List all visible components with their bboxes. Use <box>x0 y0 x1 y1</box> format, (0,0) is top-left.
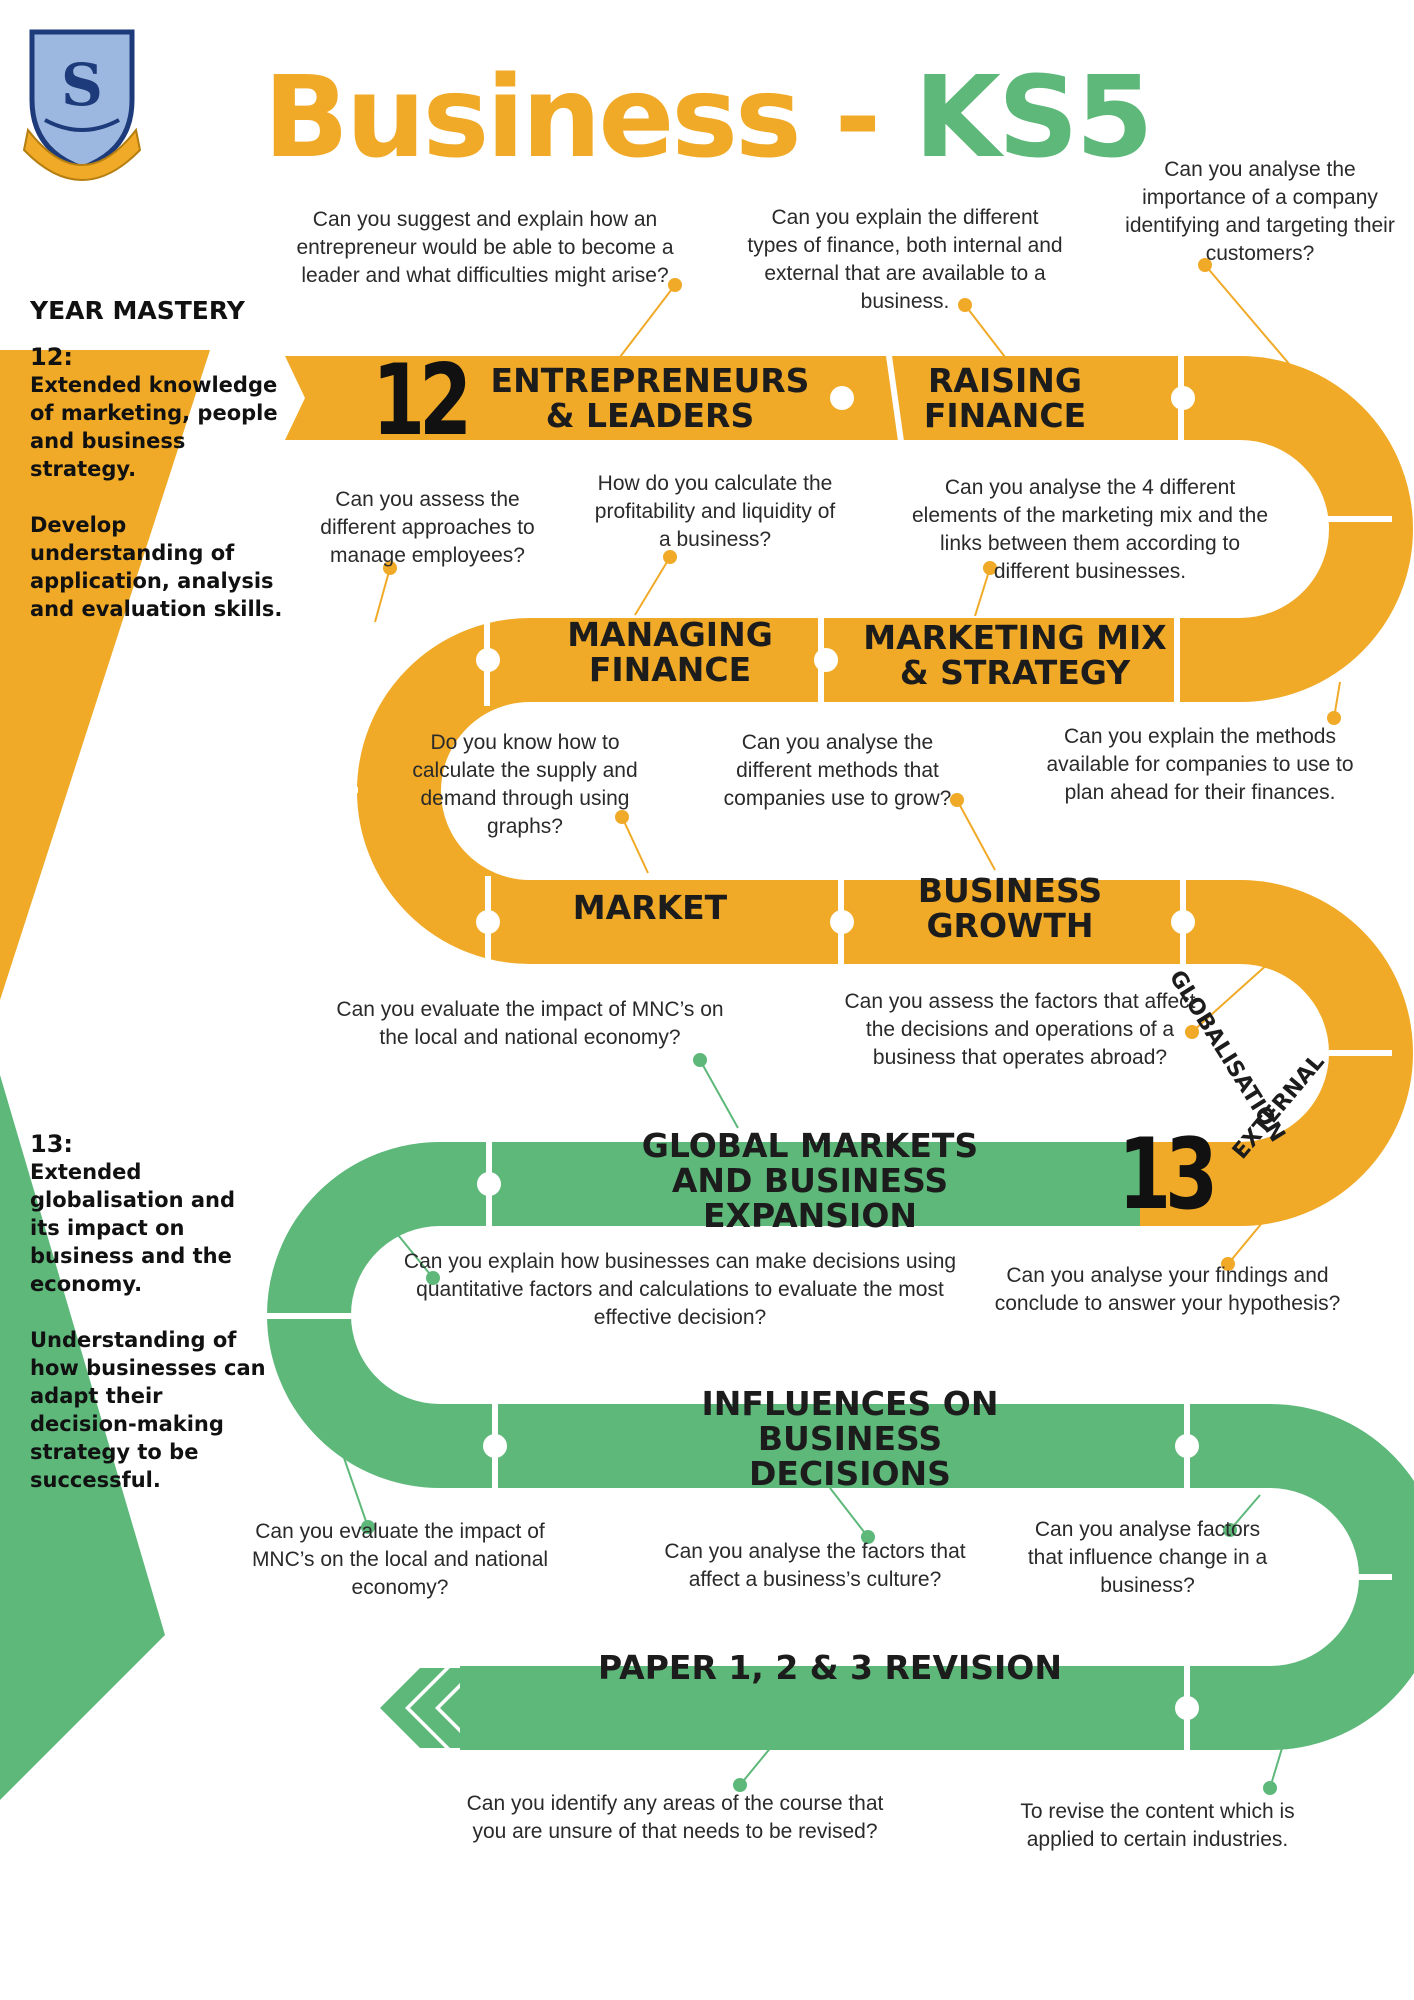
year13-label: 13: <box>30 1130 73 1158</box>
road-dividers <box>266 352 1392 1754</box>
connectors-year13 <box>334 1053 1296 1795</box>
question-hypothesis: Can you analyse your findings and conclu… <box>994 1264 1341 1315</box>
end-chevrons <box>380 1668 505 1748</box>
year-mastery-heading: YEAR MASTERY <box>30 296 245 325</box>
question-operates-abroad: Can you assess the factors that affect t… <box>844 990 1196 1069</box>
green-side-triangle <box>0 1075 165 1800</box>
question-profitability: How do you calculate the profitability a… <box>594 472 836 551</box>
question-marketing-mix: Can you analyse the 4 different elements… <box>911 476 1268 583</box>
question-mnc-impact: Can you evaluate the impact of MNC’s on … <box>336 998 724 1049</box>
question-plan-finances: Can you explain the methods available fo… <box>1046 725 1354 804</box>
segment-entrepreneurs: ENTREPRENEURS & LEADERS <box>490 361 810 435</box>
page-title: Business - KS5 <box>0 62 1414 174</box>
segment-marketing-mix: MARKETING MIX & STRATEGY <box>863 618 1167 692</box>
question-business-culture: Can you analyse the factors that affect … <box>664 1540 966 1591</box>
connectors-year12 <box>374 258 1341 1271</box>
title-ks5: KS5 <box>914 53 1153 183</box>
year12-line2: Develop understanding of application, an… <box>30 513 283 621</box>
question-methods-grow: Can you analyse the different methods th… <box>723 731 952 810</box>
year13-road <box>267 1142 1414 1750</box>
year13-line1: Extended globalisation and its impact on… <box>30 1160 236 1296</box>
year13-number: 13 <box>1118 1118 1218 1232</box>
segment-managing-finance: MANAGING FINANCE <box>567 615 773 689</box>
question-revise-industries: To revise the content which is applied t… <box>1020 1800 1295 1851</box>
year13-mastery: 13: Extended globalisation and its impac… <box>30 1130 270 1522</box>
question-supply-demand: Do you know how to calculate the supply … <box>412 731 638 838</box>
question-revise-areas: Can you identify any areas of the course… <box>466 1792 884 1843</box>
question-influence-change: Can you analyse factors that influence c… <box>1027 1518 1268 1597</box>
year12-mastery: 12: Extended knowledge of marketing, peo… <box>30 343 292 651</box>
question-mnc-impact-2: Can you evaluate the impact of MNC’s on … <box>251 1520 549 1599</box>
title-business: Business - <box>263 53 915 183</box>
year12-label: 12: <box>30 343 73 371</box>
year12-line1: Extended knowledge of marketing, people … <box>30 373 278 481</box>
segment-business-growth: BUSINESS GROWTH <box>917 871 1103 945</box>
svg-text:S: S <box>61 51 103 119</box>
question-entrepreneur-leader: Can you suggest and explain how an entre… <box>296 208 674 287</box>
question-quantitative-decisions: Can you explain how businesses can make … <box>403 1250 957 1329</box>
segment-influences: INFLUENCES ON BUSINESS DECISIONS <box>701 1384 999 1493</box>
segment-global-markets: GLOBAL MARKETS AND BUSINESS EXPANSION <box>641 1126 979 1235</box>
year13-line2: Understanding of how businesses can adap… <box>30 1328 266 1492</box>
segment-revision: PAPER 1, 2 & 3 REVISION <box>598 1648 1062 1687</box>
year12-road <box>330 356 1413 1226</box>
orange-side-triangle <box>0 350 210 1000</box>
question-types-of-finance: Can you explain the different types of f… <box>747 206 1063 313</box>
year12-number: 12 <box>372 344 472 458</box>
question-manage-employees: Can you assess the different approaches … <box>320 488 535 567</box>
segment-raising-finance: RAISING FINANCE <box>923 361 1087 435</box>
school-logo: S <box>22 29 142 181</box>
road-start <box>285 356 340 440</box>
segment-market: MARKET <box>572 888 728 927</box>
question-targeting-customers: Can you analyse the importance of a comp… <box>1125 158 1395 265</box>
